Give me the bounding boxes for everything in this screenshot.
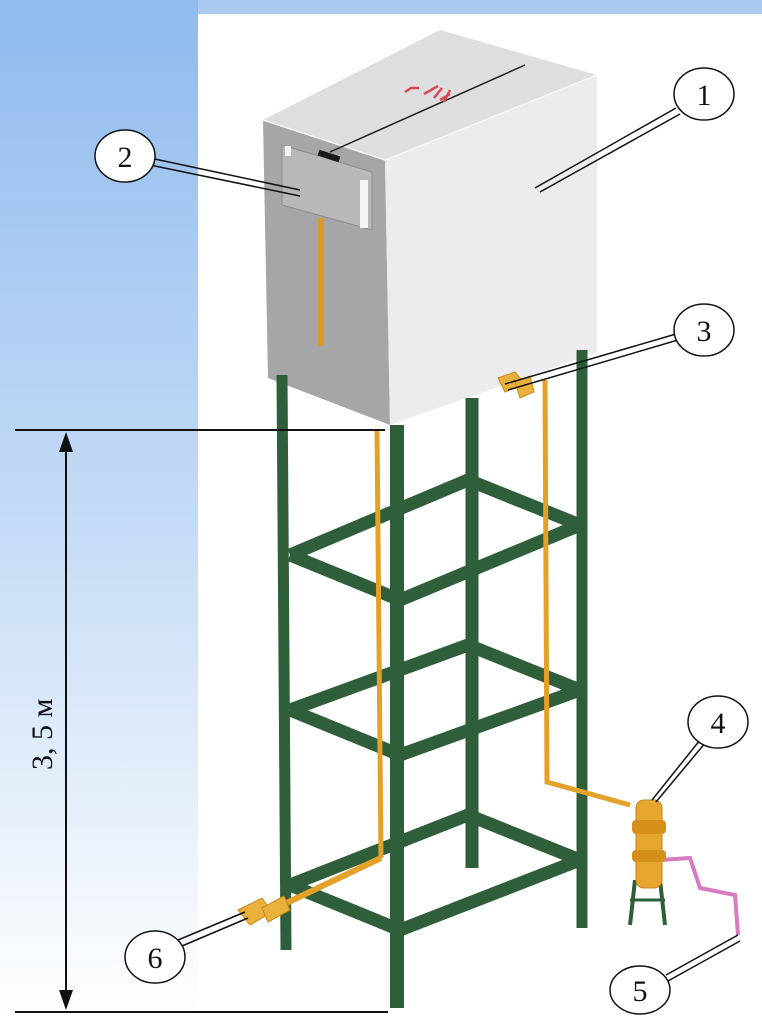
inspection-hatch: [281, 144, 373, 231]
downpipe-left: [374, 429, 384, 859]
supply-pipe-right: [542, 379, 631, 808]
callouts: [149, 107, 741, 982]
vent-line: [329, 64, 526, 153]
height-dimension: 3, 5 м: [15, 429, 388, 1013]
tank-side-face: [385, 75, 597, 425]
callout-label-5: 5: [633, 975, 648, 1008]
callout-2: 2: [94, 129, 156, 183]
callout-label-1: 1: [697, 79, 712, 112]
callout-4: 4: [687, 695, 749, 749]
callout-1: 1: [673, 67, 735, 121]
level-gauge-tube: [318, 218, 324, 346]
pump-unit: [628, 799, 667, 926]
callout-3: 3: [673, 303, 735, 357]
callout-label-4: 4: [711, 707, 726, 740]
callout-label-6: 6: [148, 942, 163, 975]
pipework: [237, 371, 740, 936]
callout-label-3: 3: [697, 315, 712, 348]
support-frame: [276, 350, 588, 1008]
dimension-label: 3, 5 м: [26, 699, 59, 771]
dimension-arrow-bottom: [59, 990, 73, 1010]
hatch-handle: [317, 149, 341, 163]
level-indicator-post: [360, 180, 368, 228]
tank-top-face: [263, 30, 597, 160]
callout-5: 5: [609, 965, 671, 1015]
intake-pipe: [659, 855, 740, 936]
vent-valve: [404, 84, 443, 99]
callout-6: 6: [124, 930, 186, 984]
callout-label-2: 2: [118, 141, 133, 174]
tank: [262, 30, 598, 425]
dimension-arrow-top: [59, 432, 73, 452]
